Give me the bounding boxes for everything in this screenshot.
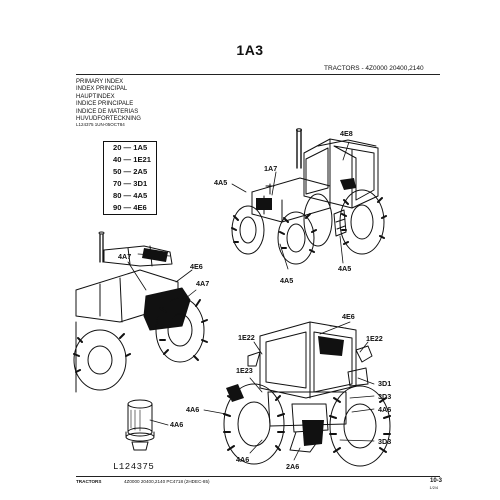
callout-2a6: 2A6 [286,462,300,471]
index-row: 50 — 2A5 [113,167,148,176]
footer-rule [76,476,440,477]
callout-4a6-left: 4A6 [186,405,200,414]
index-title-en: PRIMARY INDEX [76,79,124,85]
callout-4e8: 4E8 [340,129,353,138]
callout-1e22-right: 1E22 [366,334,383,343]
index-title-es: INDICE DE MATERIAS [76,108,139,115]
callout-4a7-right: 4A7 [196,279,210,288]
index-title-de: HAUPTINDEX [76,93,115,100]
callout-4e6-bottom: 4E6 [342,312,355,321]
index-table: 20 — 1A5 40 — 1E21 50 — 2A5 70 — 3D1 80 … [103,141,157,215]
primary-index-titles: PRIMARY INDEX INDEX PRINCIPAL HAUPTINDEX… [76,79,141,123]
index-title-fr: INDEX PRINCIPAL [76,86,128,93]
callout-4a6-bottom: 4A6 [236,455,250,464]
page-sub: 1/2/4 [429,486,438,490]
index-small-code: L124375 1UN-05OCT84 [76,122,125,127]
callout-4a5-bottom: 4A5 [280,276,294,285]
callout-3d3-upper: 3D3 [378,392,392,401]
callout-4a5-left: 4A5 [214,178,228,187]
tractor-bottom-illustration [223,321,391,467]
callout-4e6-mid: 4E6 [190,262,203,271]
index-row: 70 — 3D1 [113,179,148,188]
index-title-sv: HUVUDFORTECKNING [76,116,141,123]
tractor-middle-illustration [73,231,208,393]
figure-code: L124375 [113,462,155,472]
callout-1e22-left: 1E22 [238,333,255,342]
callout-3d1: 3D1 [378,379,392,388]
callout-4a7-top: 4A7 [118,252,132,261]
callout-3d3-lower: 3D3 [378,437,392,446]
header-rule [76,74,440,75]
index-row: 20 — 1A5 [113,143,148,152]
callout-4a6-right: 4A6 [378,405,392,414]
index-title-it: INDICE PRINCIPALE [76,101,134,108]
index-row: 80 — 4A5 [113,191,148,200]
callout-1e23: 1E23 [236,366,253,375]
tractor-top-illustration [231,128,387,265]
index-row: 40 — 1E21 [113,155,151,164]
callout-1a7: 1A7 [264,164,278,173]
callout-4a6-filter: 4A6 [170,420,184,429]
footer-left: TRACTORS [76,479,102,484]
oil-filter-illustration [125,399,155,451]
header-right-text: TRACTORS - 4Z0000 20400,2140 [324,65,424,72]
page-number: 10-3 [429,478,442,484]
index-row: 90 — 4E6 [113,203,147,212]
page-title: 1A3 [236,42,264,58]
footer-mid: 4Z0000 20400,2140 PC4718 (2HDEC-85) [124,479,210,484]
callout-4a5-right: 4A5 [338,264,352,273]
